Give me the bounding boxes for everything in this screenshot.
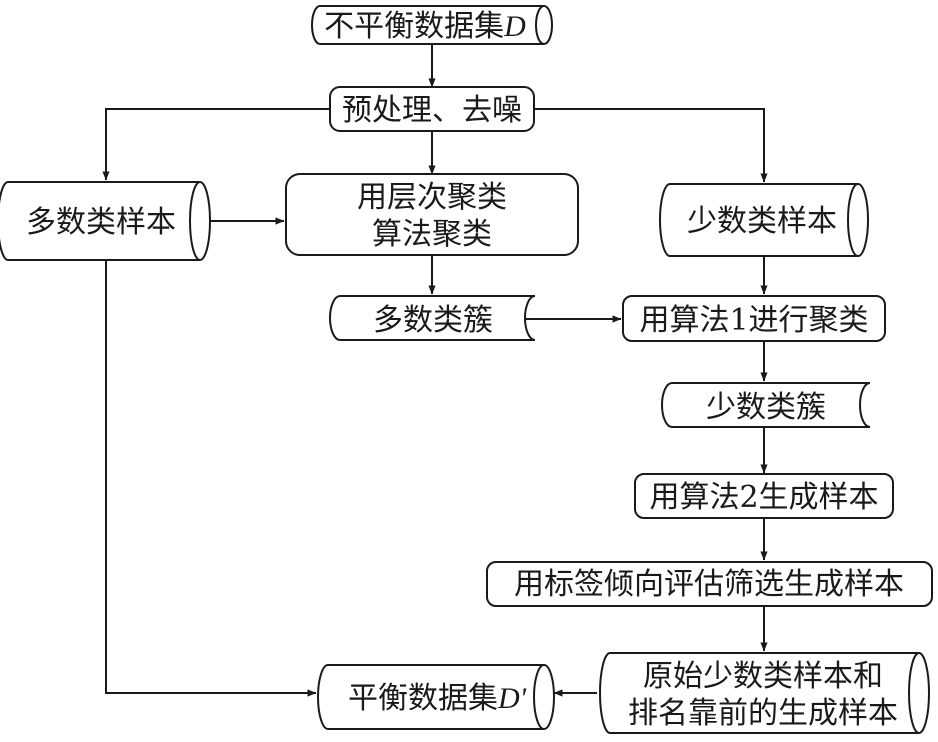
edge-preprocess-to-minority: [534, 108, 768, 183]
original-ranked-line1: 原始少数类样本和: [643, 659, 883, 694]
preprocess-label: 预处理、去噪: [342, 93, 522, 128]
imbalanced-dataset-label: 不平衡数据集: [324, 9, 504, 44]
node-majority-clusters: 多数类簇: [329, 295, 536, 341]
svg-text:平衡数据集D': 平衡数据集D': [348, 681, 527, 716]
node-majority-samples: 多数类样本: [0, 181, 211, 261]
imbalanced-dataset-var: D: [503, 10, 526, 43]
node-minority-samples: 少数类样本: [659, 183, 869, 257]
balanced-dataset-var: D': [497, 682, 527, 715]
majority-clusters-label: 多数类簇: [373, 303, 493, 338]
node-minority-clusters: 少数类簇: [661, 382, 871, 428]
node-algo2-generate: 用算法2生成样本: [634, 473, 894, 519]
node-original-ranked: 原始少数类样本和 排名靠前的生成样本: [599, 652, 930, 734]
svg-text:不平衡数据集D: 不平衡数据集D: [324, 9, 526, 44]
node-imbalanced-dataset: 不平衡数据集D: [311, 5, 553, 45]
edge-preprocess-to-majority: [102, 108, 330, 181]
majority-samples-label: 多数类样本: [26, 205, 176, 240]
balanced-dataset-label: 平衡数据集: [348, 681, 498, 716]
node-balanced-dataset: 平衡数据集D': [317, 664, 555, 730]
node-preprocess: 预处理、去噪: [329, 86, 535, 132]
hierarchical-cluster-line2: 算法聚类: [372, 217, 492, 252]
node-label-filter: 用标签倾向评估筛选生成样本: [486, 561, 933, 607]
original-ranked-line2: 排名靠前的生成样本: [628, 696, 898, 731]
algo1-cluster-label: 用算法1进行聚类: [639, 303, 868, 338]
algo2-generate-label: 用算法2生成样本: [649, 480, 878, 515]
minority-clusters-label: 少数类簇: [706, 390, 826, 425]
hierarchical-cluster-line1: 用层次聚类: [357, 180, 507, 215]
node-hierarchical-cluster: 用层次聚类 算法聚类: [285, 173, 579, 256]
node-algo1-cluster: 用算法1进行聚类: [622, 295, 886, 342]
label-filter-label: 用标签倾向评估筛选生成样本: [514, 567, 904, 602]
edges: [102, 44, 768, 697]
minority-samples-label: 少数类样本: [687, 204, 837, 239]
edge-majority-to-balanced: [105, 255, 317, 697]
